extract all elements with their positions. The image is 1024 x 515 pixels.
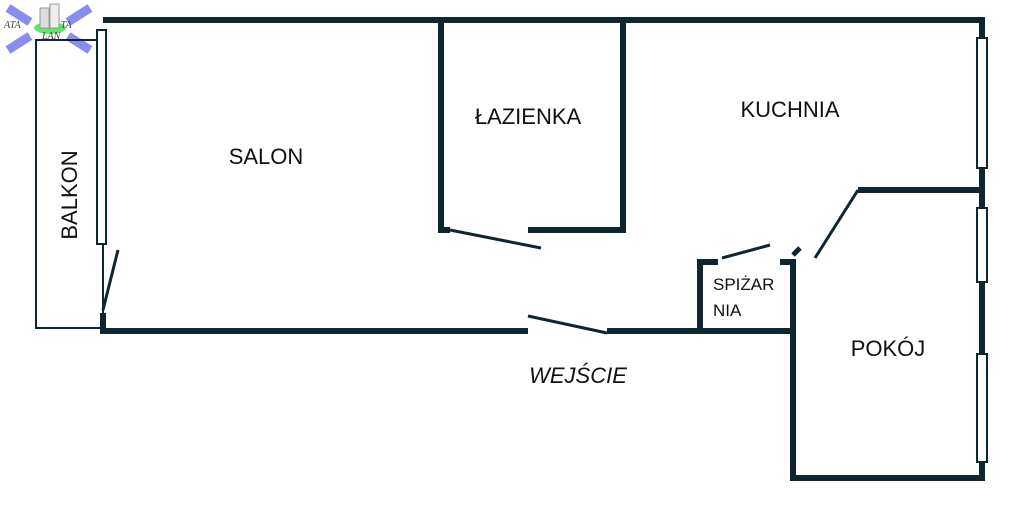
label-pantry: SPIŻAR NIA — [713, 272, 774, 324]
doors — [101, 189, 860, 335]
balcony-door — [101, 249, 120, 311]
entrance-door — [527, 314, 608, 335]
label-kitchen: KUCHNIA — [740, 97, 840, 122]
label-entrance: WEJŚCIE — [529, 363, 627, 388]
pantry-line2: NIA — [713, 301, 742, 320]
logo-right: TA — [60, 20, 72, 31]
windows — [96, 29, 988, 463]
pantry-door — [721, 243, 771, 260]
walls — [100, 17, 985, 481]
logo-left: ATA — [4, 20, 21, 31]
logo-bottom: LAN — [42, 31, 61, 42]
window — [976, 353, 988, 463]
room-door — [813, 189, 860, 259]
window — [96, 29, 107, 245]
window — [976, 37, 988, 169]
label-balcony: BALKON — [57, 150, 82, 240]
logo-icon — [5, 3, 93, 54]
label-room: POKÓJ — [850, 336, 926, 361]
bathroom-door — [449, 228, 542, 250]
label-salon: SALON — [228, 144, 304, 169]
window — [976, 207, 988, 283]
label-bathroom: ŁAZIENKA — [474, 104, 582, 129]
pantry-line1: SPIŻAR — [713, 275, 775, 294]
